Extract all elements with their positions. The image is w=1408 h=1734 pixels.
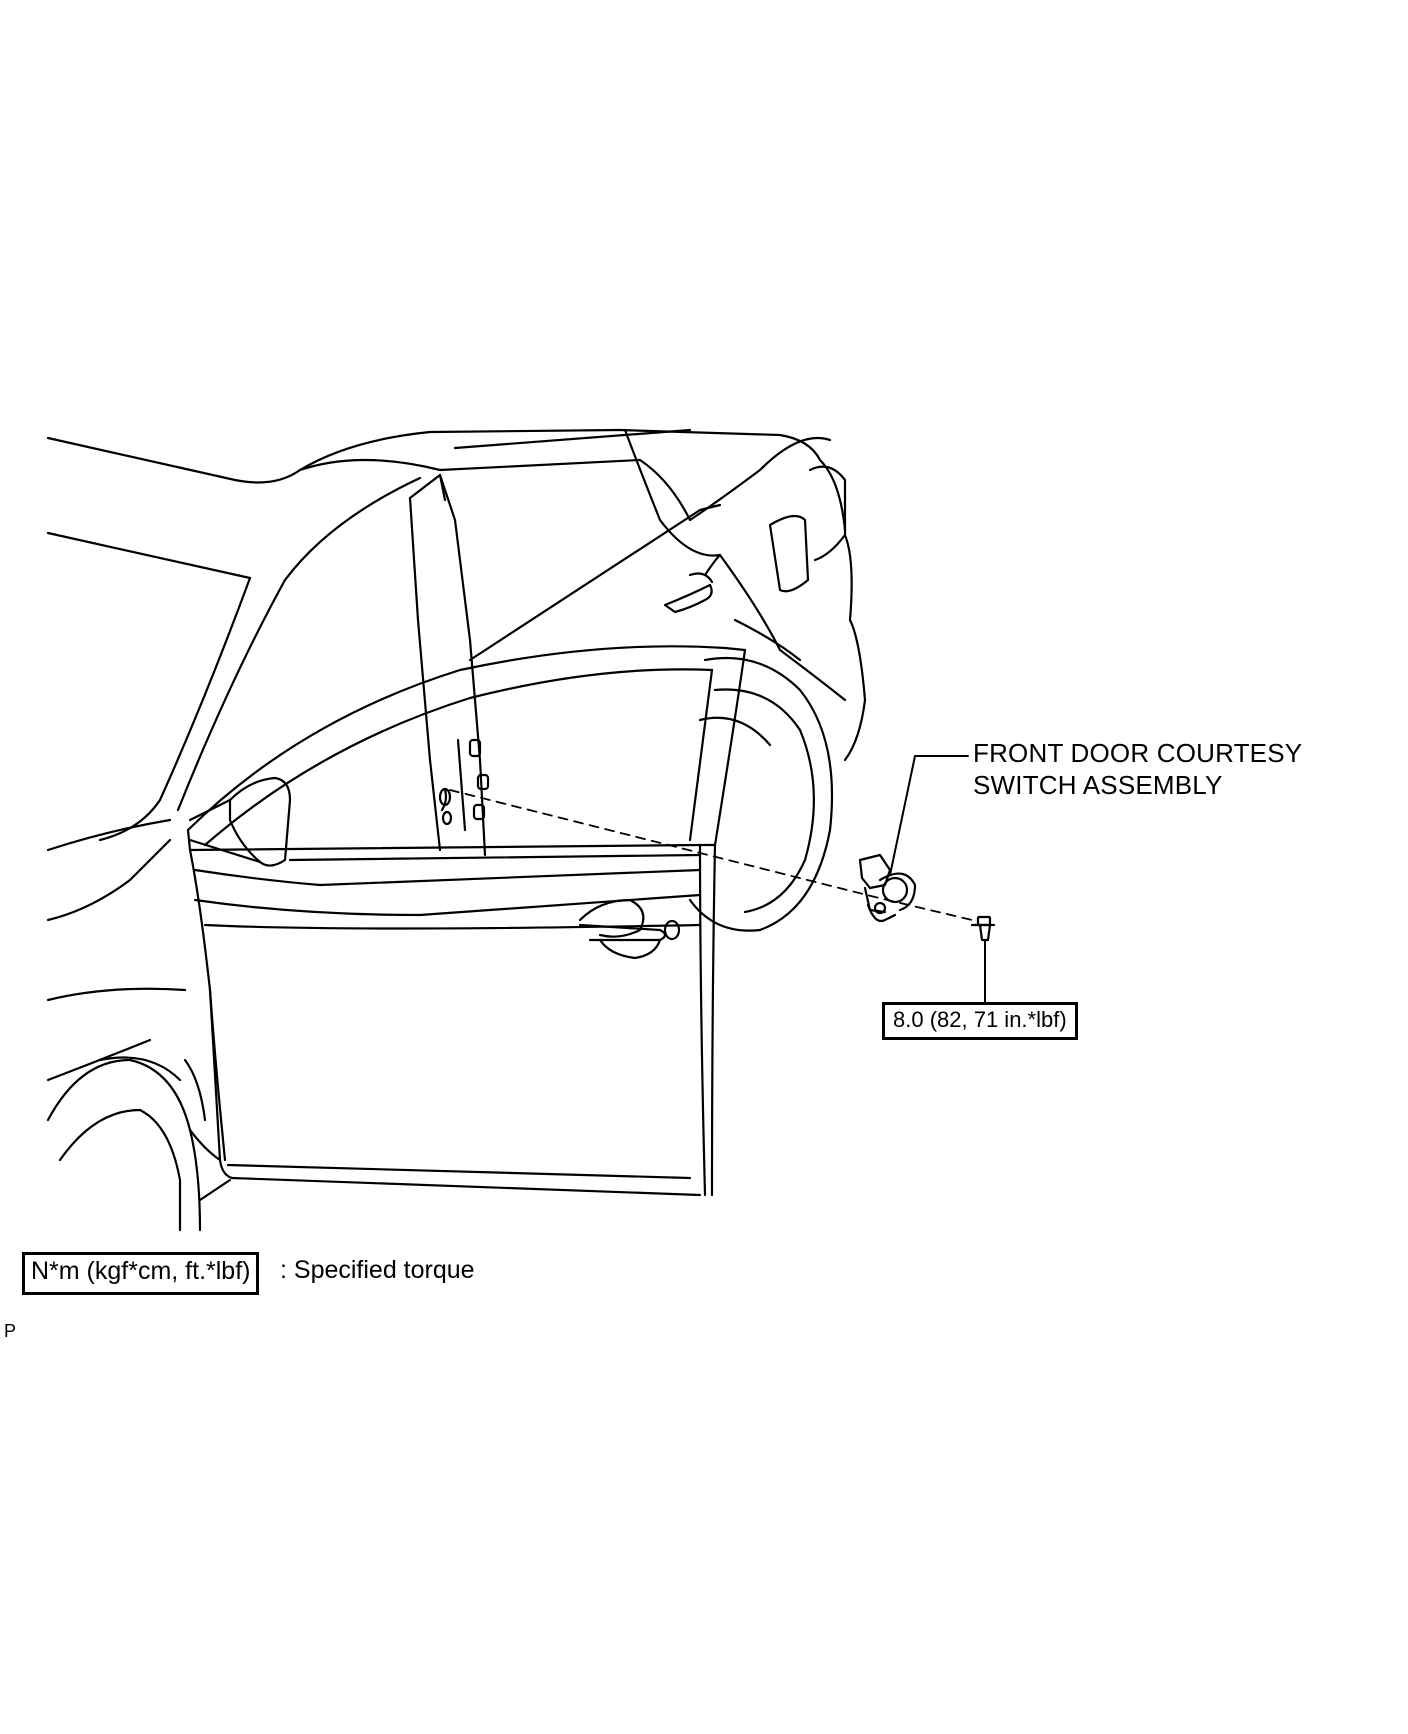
- b-pillar: [408, 473, 490, 857]
- front-door: [186, 645, 747, 1197]
- part-label-line1: FRONT DOOR COURTESY: [973, 738, 1303, 768]
- part-label-leader: [889, 755, 969, 876]
- corner-code: P: [4, 1321, 17, 1341]
- legend-torque-unit-box: N*m (kgf*cm, ft.*lbf): [22, 1252, 260, 1295]
- legend-description: : Specified torque: [280, 1256, 475, 1284]
- car-body-outline: [46, 428, 622, 1082]
- rear-door: [438, 428, 722, 662]
- rear-quarter-panel: [618, 428, 867, 762]
- front-wheel-arch: [46, 1056, 232, 1232]
- courtesy-switch-icon: [858, 853, 917, 923]
- bolt-icon: [970, 915, 996, 942]
- rear-wheel: [688, 656, 834, 932]
- torque-value-box: 8.0 (82, 71 in.*lbf): [882, 1002, 1078, 1040]
- installation-dashed-line: [449, 789, 973, 921]
- part-label-line2: SWITCH ASSEMBLY: [973, 770, 1223, 800]
